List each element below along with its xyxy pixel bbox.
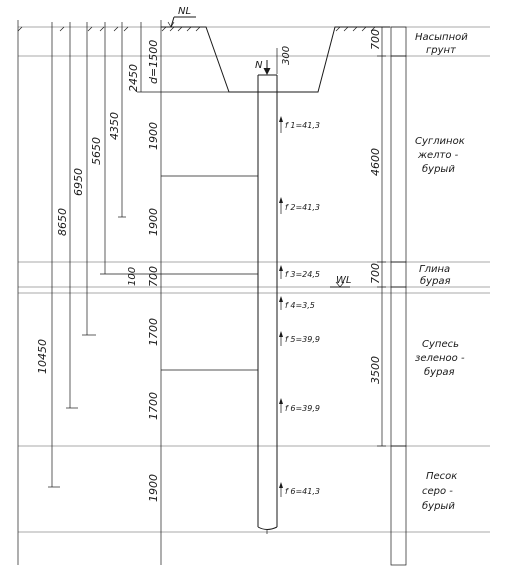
pile [257,74,278,534]
column-separators [17,20,162,565]
segment-length-labels: 1900 1900 700 1700 1700 1900 [147,122,160,502]
friction-label-7: f 6=41,3 [285,487,320,496]
dim-4350: 4350 [108,112,121,140]
wl-marker: WL [330,275,351,288]
friction-label-3: f 3=24,5 [285,270,320,279]
dim-d: d=1500 [147,40,160,84]
thickness-3: 700 [369,263,382,284]
soil-1-line-2: грунт [426,45,457,56]
seg-3: 700 [147,266,160,287]
dim-8650: 8650 [56,208,69,236]
friction-arrow: f 2=41,3 [279,197,320,214]
load-label: N [255,60,263,71]
dim-6950: 6950 [72,168,85,196]
friction-label-1: f 1=41,3 [285,121,320,130]
dim-100: 100 [127,267,138,286]
friction-arrow: f 3=24,5 [279,265,320,279]
nl-label: NL [178,6,191,17]
soil-4-line-1: Супесь [422,339,459,350]
friction-arrow: f 6=41,3 [279,482,320,497]
friction-arrow: f 1=41,3 [279,116,320,133]
soil-5-line-3: бурый [422,500,455,512]
layer-thickness-dims: 700 4600 700 3500 [369,26,386,447]
depth-ticks [48,91,258,488]
friction-arrow: f 6=39,9 [279,398,320,413]
pile-offset-label: 300 [281,46,292,65]
seg-2: 1900 [147,208,160,236]
soil-2-line-2: желто - [417,150,459,161]
soil-3-line-1: Глина [419,264,450,275]
soil-labels: Насыпной грунт Суглинок желто - бурый Гл… [415,32,468,512]
wl-label: WL [336,275,351,286]
nl-marker: NL [167,6,196,28]
left-dimension-labels: d=1500 2450 4350 5650 6950 8650 10450 10… [36,40,160,374]
seg-1: 1900 [147,122,160,150]
thickness-1: 700 [369,29,382,50]
seg-4: 1700 [147,318,160,346]
friction-label-4: f 4=3,5 [285,301,315,310]
dim-2450: 2450 [127,64,140,92]
soil-4-line-3: бурая [424,366,455,378]
soil-2-line-3: бурый [422,163,455,175]
dim-10450: 10450 [36,339,49,374]
cumulative-dim-lines [51,22,142,487]
friction-label-2: f 2=41,3 [285,203,320,212]
soil-4-line-2: зеленоо - [415,353,465,364]
soil-5-line-2: серо - [422,486,453,497]
friction-label-6: f 6=39,9 [285,404,320,413]
soil-3-line-2: бурая [420,275,451,287]
load-arrow: N 300 [255,46,292,75]
friction-arrow: f 4=3,5 [279,296,315,310]
thickness-4: 3500 [369,356,382,384]
dim-5650: 5650 [90,137,103,165]
ground-surface [17,26,390,93]
thickness-2: 4600 [369,148,382,176]
friction-label-5: f 5=39,9 [285,335,320,344]
seg-6: 1900 [147,474,160,502]
soil-2-line-1: Суглинок [415,136,465,147]
soil-1-line-1: Насыпной [415,32,468,43]
friction-arrow: f 5=39,9 [279,331,320,346]
layer-boundaries [18,26,490,533]
seg-5: 1700 [147,392,160,420]
soil-5-line-1: Песок [426,471,457,482]
friction-forces: f 1=41,3 f 2=41,3 f 3=24,5 f 4=3,5 f 5=3… [279,116,320,497]
borehole-log [390,26,407,566]
